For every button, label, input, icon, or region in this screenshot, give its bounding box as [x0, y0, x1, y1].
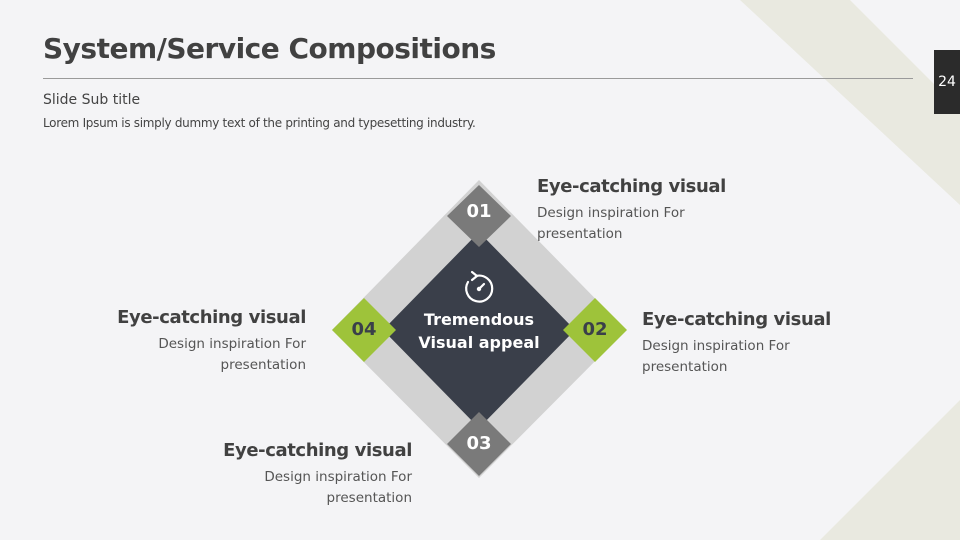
step-02-description: Design inspiration For presentation: [642, 338, 790, 375]
step-02-heading: Eye-catching visual: [642, 309, 831, 330]
center-label-line2: Visual appeal: [418, 333, 540, 352]
step-01-heading: Eye-catching visual: [537, 176, 726, 197]
step-number-02: 02: [582, 319, 608, 340]
center-label-line1: Tremendous: [423, 310, 535, 329]
page-number: 24: [934, 50, 960, 114]
slide-description: Lorem Ipsum is simply dummy text of the …: [43, 116, 476, 130]
node-03-diamond: [447, 412, 511, 476]
step-03-heading: Eye-catching visual: [223, 440, 412, 461]
title-divider: [43, 78, 913, 79]
step-01-description: Design inspiration For presentation: [537, 205, 685, 242]
step-04-heading: Eye-catching visual: [117, 307, 306, 328]
cycle-icon: [465, 270, 494, 303]
step-02-text: Eye-catching visual Design inspiration F…: [642, 309, 862, 378]
node-02-diamond: [563, 298, 627, 362]
step-04-text: Eye-catching visual Design inspiration F…: [86, 307, 306, 376]
center-label: Tremendous Visual appeal: [400, 308, 558, 354]
step-number-01: 01: [466, 201, 492, 222]
node-04-diamond: [332, 298, 396, 362]
step-03-text: Eye-catching visual Design inspiration F…: [192, 440, 412, 509]
slide-title: System/Service Compositions: [43, 32, 496, 65]
diagonal-band-top: [740, 0, 960, 205]
step-04-description: Design inspiration For presentation: [158, 336, 306, 373]
step-03-description: Design inspiration For presentation: [264, 469, 412, 506]
diagonal-band-bottom: [820, 400, 960, 540]
center-diamond: [383, 232, 575, 428]
node-01-diamond: [447, 185, 511, 247]
step-number-04: 04: [351, 319, 377, 340]
step-number-03: 03: [466, 433, 492, 454]
slide-subtitle: Slide Sub title: [43, 92, 141, 108]
step-01-text: Eye-catching visual Design inspiration F…: [537, 176, 757, 245]
